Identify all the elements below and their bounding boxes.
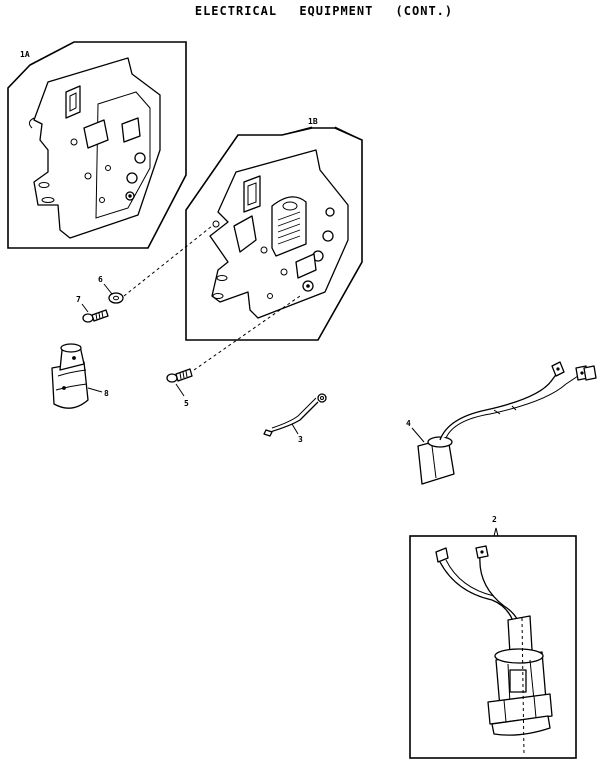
part-1b-switch-rocker <box>277 211 301 245</box>
part-5-label: 5 <box>184 399 189 408</box>
part-1a-rivet <box>128 194 132 198</box>
part-2-wire-inner <box>445 559 495 597</box>
part-2-flange <box>491 715 551 736</box>
part-7-screw-shank <box>91 309 109 322</box>
part-3-terminal-hole <box>320 396 324 400</box>
part-4-terminal <box>583 365 597 381</box>
part-2-label-plate <box>509 669 527 693</box>
part-1a-window <box>65 85 81 119</box>
part-2-callout <box>410 527 576 537</box>
part-1b-hole <box>212 220 220 228</box>
part-1b-hole <box>267 293 273 299</box>
part-6-label: 6 <box>98 275 103 284</box>
part-2-label: 2 <box>492 515 497 524</box>
part-8-terminal <box>72 356 76 360</box>
part-2-body-top <box>494 648 544 664</box>
part-3-wire-inner <box>271 397 317 429</box>
part-1b-hole <box>280 268 288 276</box>
part-2-terminal-hole <box>480 550 484 554</box>
part-1b-rivet <box>306 284 310 288</box>
part-1a-slot-hole <box>38 182 50 188</box>
part-8-label: 8 <box>104 389 109 398</box>
part-7-label: 7 <box>76 295 81 304</box>
part-1a-tab <box>83 119 109 149</box>
part-3-label: 3 <box>298 435 303 444</box>
part-1a-frame <box>7 41 187 249</box>
part-2-nut-facets <box>503 695 537 723</box>
part-5-thread <box>179 370 188 380</box>
part-6-washer <box>108 292 124 304</box>
part-1b-switch-button <box>282 201 298 211</box>
part-4-capacitor-edge <box>431 445 437 479</box>
part-7-thread <box>95 311 104 321</box>
part-1b-label: 1B <box>308 117 318 126</box>
part-5-screw-head <box>166 373 178 383</box>
part-4-lead <box>445 375 579 439</box>
part-4-lead <box>439 371 559 441</box>
part-1a-group[interactable]: 1A <box>7 41 187 249</box>
part-2-sleeve <box>507 615 533 655</box>
part-8-socket-body <box>51 361 89 409</box>
part-1b-tab <box>295 253 317 279</box>
part-1b-group[interactable]: 1B <box>185 117 363 341</box>
assembly-line-5 <box>193 295 301 371</box>
part-5-group[interactable]: 5 <box>166 368 193 408</box>
part-1a-tab-right <box>121 117 141 143</box>
part-1b-rivet <box>322 230 334 242</box>
page-title: ELECTRICAL EQUIPMENT (CONT.) <box>194 4 454 18</box>
part-1b-slot-hole <box>212 293 224 299</box>
part-2-wire <box>439 561 517 633</box>
part-4-group[interactable]: 4 <box>406 361 597 485</box>
part-1b-callout <box>281 126 363 141</box>
part-8-terminal <box>62 386 66 390</box>
part-4-leader <box>411 427 425 443</box>
part-1b-switch <box>271 196 307 257</box>
part-7-leader <box>81 303 89 313</box>
part-1a-hole <box>105 165 111 171</box>
part-1a-hole <box>84 172 92 180</box>
assembly-line-6 <box>123 225 213 297</box>
part-8-socket-top <box>60 343 82 353</box>
part-1a-label: 1A <box>20 50 30 59</box>
part-1b-slot-hole <box>216 275 228 281</box>
part-2-terminal <box>435 547 449 563</box>
part-8-group[interactable]: 8 <box>51 343 109 409</box>
part-3-leader <box>291 423 299 435</box>
part-2-frame <box>409 535 577 759</box>
part-1a-rivet <box>134 152 146 164</box>
part-8-leader <box>87 387 103 393</box>
part-4-terminal-hole <box>556 367 560 371</box>
part-1a-hook <box>28 117 35 129</box>
part-1a-hole <box>99 197 105 203</box>
part-4-capacitor-top <box>427 436 453 448</box>
part-5-leader <box>175 383 185 397</box>
part-7-group[interactable]: 7 <box>76 295 109 323</box>
part-1a-rivet <box>126 172 138 184</box>
part-1b-flap <box>233 215 257 253</box>
part-4-terminal-hole <box>580 371 584 375</box>
part-1b-hole <box>260 246 268 254</box>
part-1a-plate <box>95 91 151 219</box>
part-6-washer-hole <box>113 295 119 301</box>
part-3-terminal <box>317 393 327 403</box>
part-8-socket-ring <box>55 369 88 391</box>
part-6-group[interactable]: 6 <box>98 275 124 304</box>
part-4-lead-mark <box>493 405 517 415</box>
part-1b-rivet <box>325 207 335 217</box>
part-2-center-line <box>521 617 525 757</box>
part-6-leader <box>103 283 113 295</box>
part-1a-hole <box>70 138 78 146</box>
part-1b-window <box>243 175 261 213</box>
part-2-group[interactable]: 2 <box>409 515 577 759</box>
part-3-end <box>263 429 273 437</box>
part-1a-slot <box>69 92 77 112</box>
part-1a-slot-hole <box>41 197 55 203</box>
part-3-group[interactable]: 3 <box>263 393 327 444</box>
part-2-body-facets <box>507 659 535 705</box>
part-1b-slot <box>247 182 257 206</box>
part-4-label: 4 <box>406 419 411 428</box>
